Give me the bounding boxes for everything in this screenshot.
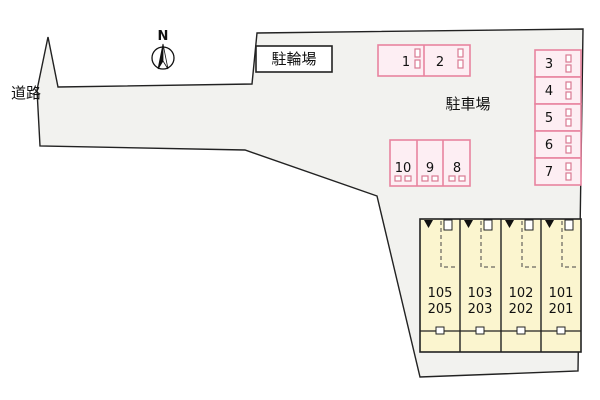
stall-number: 7 xyxy=(545,165,553,180)
stall-number: 1 xyxy=(402,55,410,70)
compass-needle-icon xyxy=(162,43,169,70)
unit-number: 101 xyxy=(549,286,574,301)
unit-number: 103 xyxy=(468,286,493,301)
overhang-dashed-line xyxy=(561,221,577,268)
building: 105 205 103 203 102 202 101 xyxy=(419,218,582,353)
wheel-stop xyxy=(565,108,572,117)
entrance-marker-icon xyxy=(505,220,514,228)
wheel-stop xyxy=(414,48,421,58)
wheel-stop xyxy=(457,59,464,69)
balcony-partition xyxy=(475,326,485,335)
unit-number: 203 xyxy=(468,302,493,317)
wheel-stop xyxy=(565,91,572,100)
entrance-marker-icon xyxy=(545,220,554,228)
north-compass: N xyxy=(151,29,175,70)
parking-stall xyxy=(534,49,582,78)
wheel-stop xyxy=(414,59,421,69)
unit-number: 202 xyxy=(509,302,534,317)
parking-stall xyxy=(534,130,582,159)
porch-box xyxy=(524,219,534,231)
unit-number: 205 xyxy=(428,302,453,317)
stall-number: 9 xyxy=(426,161,434,176)
wheel-stop xyxy=(448,175,456,182)
road-label: 道路 xyxy=(11,84,41,102)
parking-stalls-top: 1 2 xyxy=(377,44,471,77)
wheel-stop xyxy=(404,175,412,182)
parking-stalls-middle: 10 9 8 xyxy=(389,139,471,187)
parking-lot-label: 駐車場 xyxy=(445,95,490,113)
balcony-partition xyxy=(556,326,566,335)
porch-box xyxy=(483,219,493,231)
wheel-stop xyxy=(565,172,572,181)
stall-number: 10 xyxy=(395,161,412,176)
parking-stall xyxy=(534,103,582,132)
wheel-stop xyxy=(565,54,572,63)
overhang-dashed-line xyxy=(480,221,496,268)
building-unit: 105 205 xyxy=(424,219,456,335)
wheel-stop xyxy=(431,175,439,182)
wheel-stop xyxy=(565,135,572,144)
wheel-stop xyxy=(565,81,572,90)
porch-box xyxy=(564,219,574,231)
building-unit: 101 201 xyxy=(545,219,577,335)
wheel-stop xyxy=(565,64,572,73)
stall-number: 6 xyxy=(545,138,553,153)
north-label: N xyxy=(158,29,169,44)
building-unit: 102 202 xyxy=(505,219,537,335)
overhang-dashed-line xyxy=(521,221,537,268)
stall-number: 8 xyxy=(453,161,461,176)
stall-number: 2 xyxy=(436,55,444,70)
parking-stall xyxy=(389,139,471,187)
parking-stall xyxy=(534,76,582,105)
porch-box xyxy=(443,219,453,231)
bicycle-parking-label: 駐輪場 xyxy=(271,50,316,68)
parking-stalls-right: 3 4 5 6 7 xyxy=(534,49,582,186)
stall-number: 5 xyxy=(545,111,553,126)
entrance-marker-icon xyxy=(424,220,433,228)
balcony-partition xyxy=(516,326,526,335)
unit-number: 201 xyxy=(549,302,574,317)
stall-number: 4 xyxy=(545,84,553,99)
parking-stall xyxy=(534,157,582,186)
entrance-marker-icon xyxy=(464,220,473,228)
wheel-stop xyxy=(565,162,572,171)
building-unit: 103 203 xyxy=(464,219,496,335)
wheel-stop xyxy=(458,175,466,182)
balcony-partition xyxy=(435,326,445,335)
wheel-stop xyxy=(565,118,572,127)
bicycle-parking: 駐輪場 xyxy=(255,45,333,73)
wheel-stop xyxy=(457,48,464,58)
unit-number: 105 xyxy=(428,286,453,301)
unit-number: 102 xyxy=(509,286,534,301)
stall-number: 3 xyxy=(545,57,553,72)
overhang-dashed-line xyxy=(440,221,456,268)
wheel-stop xyxy=(394,175,402,182)
wheel-stop xyxy=(421,175,429,182)
bicycle-parking-box xyxy=(255,45,333,73)
wheel-stop xyxy=(565,145,572,154)
